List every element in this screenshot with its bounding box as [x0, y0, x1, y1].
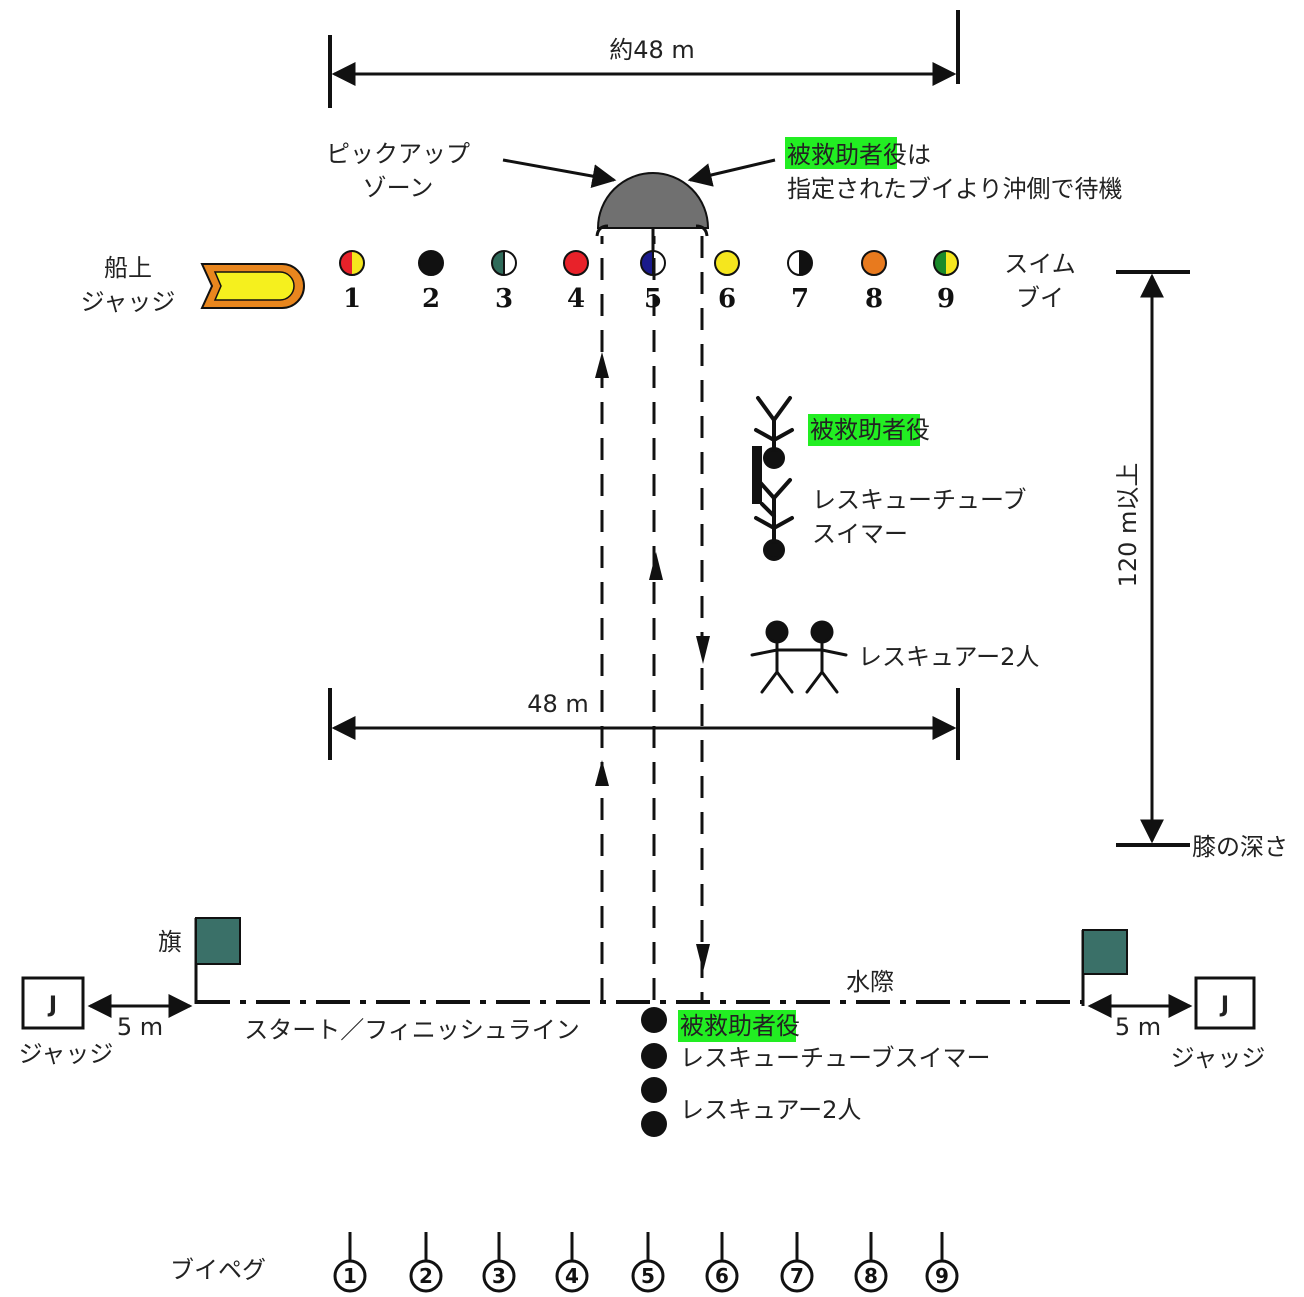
start-rescuers-label: レスキュアー2人 — [680, 1096, 861, 1124]
buoy-2: 2 — [418, 250, 444, 314]
tube-swimmer-figure — [754, 478, 794, 561]
peg-number: 2 — [419, 1264, 433, 1288]
buoy-pegs: 1 2 3 4 5 6 7 8 9 — [333, 1232, 959, 1293]
mid-width-dimension: 48 m — [328, 688, 960, 760]
right-five-m: 5 m — [1115, 1013, 1161, 1041]
course-paths — [595, 224, 710, 1000]
peg-number: 5 — [641, 1264, 655, 1288]
tube-swimmer-label-2: スイマー — [812, 520, 908, 548]
swim-buoy-label: スイム ブイ — [1004, 250, 1076, 312]
victim-figure-label: 被救助者役 — [810, 416, 930, 444]
left-five-m: 5 m — [117, 1013, 163, 1041]
buoy-number: 8 — [865, 284, 883, 314]
knee-depth-label: 膝の深さ — [1192, 833, 1288, 861]
rescuers-figure — [750, 620, 848, 694]
peg-number: 3 — [492, 1264, 506, 1288]
buoy-3: 3 — [491, 250, 517, 314]
buoy-peg-6: 6 — [705, 1232, 739, 1293]
buoy-4: 4 — [563, 250, 589, 314]
buoy-peg-1: 1 — [333, 1232, 367, 1293]
right-judge-letter: J — [1219, 993, 1229, 1018]
buoy-number: 4 — [567, 284, 585, 314]
buoy-peg-3: 3 — [482, 1232, 516, 1293]
pickup-zone: ピックアップ ゾーン — [326, 140, 776, 258]
buoy-number: 1 — [343, 284, 361, 314]
start-finish-label: スタート／フィニッシュライン — [244, 1016, 580, 1044]
flag-icon — [1082, 929, 1128, 975]
water-edge-label: 水際 — [846, 968, 894, 996]
peg-number: 9 — [935, 1264, 949, 1288]
buoy-peg-4: 4 — [555, 1232, 589, 1293]
peg-number: 7 — [790, 1264, 804, 1288]
victim-note-line2: 指定されたブイより沖側で待機 — [787, 175, 1123, 203]
distance-label: 120 m以上 — [1114, 463, 1142, 588]
rescue-tube-icon — [752, 446, 762, 504]
top-width-dimension: 約48 m — [328, 10, 960, 108]
flag-icon — [195, 917, 241, 965]
start-finish-line: 水際 スタート／フィニッシュライン — [196, 968, 1082, 1044]
pickup-zone-label-1: ピックアップ — [326, 140, 470, 168]
peg-number: 4 — [565, 1264, 579, 1288]
right-judge: J 5 m ジャッジ — [1087, 976, 1266, 1072]
boat-judge-label-1: 船上 — [104, 254, 152, 282]
tube-swimmer-label-1: レスキューチューブ — [812, 486, 1027, 514]
mid-width-label: 48 m — [527, 690, 589, 718]
buoy-number: 9 — [937, 284, 955, 314]
buoy-peg-9: 9 — [925, 1232, 959, 1293]
figure-labels: 被救助者役 レスキューチューブ スイマー レスキュアー2人 — [808, 414, 1039, 671]
buoy-8: 8 — [861, 250, 887, 314]
top-width-label: 約48 m — [609, 36, 695, 64]
boat-judge: 船上 ジャッジ — [81, 254, 305, 316]
buoy-peg-5: 5 — [631, 1232, 665, 1293]
victim-figure — [754, 396, 794, 469]
pickup-zone-label-2: ゾーン — [363, 174, 434, 202]
peg-number: 1 — [343, 1264, 357, 1288]
peg-number: 8 — [864, 1264, 878, 1288]
swim-buoy-label-1: スイム — [1004, 250, 1076, 278]
left-judge-label: ジャッジ — [19, 1040, 114, 1068]
start-victim-label: 被救助者役 — [680, 1012, 800, 1040]
start-order: 被救助者役 レスキューチューブスイマー レスキュアー2人 — [641, 1007, 991, 1137]
boat-judge-label-2: ジャッジ — [81, 288, 176, 316]
buoy-1: 1 — [339, 250, 365, 314]
buoy-9: 9 — [933, 250, 959, 314]
buoy-number: 3 — [495, 284, 513, 314]
swim-buoy-label-2: ブイ — [1016, 284, 1064, 312]
victim-note: 被救助者役は 指定されたブイより沖側で待機 — [785, 137, 1123, 203]
buoy-6: 6 — [714, 250, 740, 314]
flag-label: 旗 — [158, 928, 182, 956]
buoy-number: 7 — [791, 284, 809, 314]
victim-note-line1: 被救助者役は — [787, 141, 931, 169]
left-judge-letter: J — [47, 993, 57, 1018]
start-tube-swimmer-label: レスキューチューブスイマー — [680, 1044, 991, 1072]
right-judge-label: ジャッジ — [1171, 1044, 1266, 1072]
peg-number: 6 — [715, 1264, 729, 1288]
rescuers-label: レスキュアー2人 — [858, 643, 1039, 671]
buoy-peg-7: 7 — [780, 1232, 814, 1293]
distance-dimension: 120 m以上 膝の深さ — [1114, 270, 1288, 861]
buoy-number: 2 — [422, 284, 440, 314]
left-judge: J 5 m ジャッジ — [19, 976, 193, 1068]
buoy-peg-label: ブイペグ — [170, 1256, 266, 1284]
buoy-peg-8: 8 — [854, 1232, 888, 1293]
buoy-7: 7 — [787, 250, 813, 314]
buoy-number: 6 — [718, 284, 736, 314]
left-flag: 旗 — [158, 917, 241, 1004]
right-flag — [1081, 929, 1128, 1006]
buoy-peg-2: 2 — [409, 1232, 443, 1293]
